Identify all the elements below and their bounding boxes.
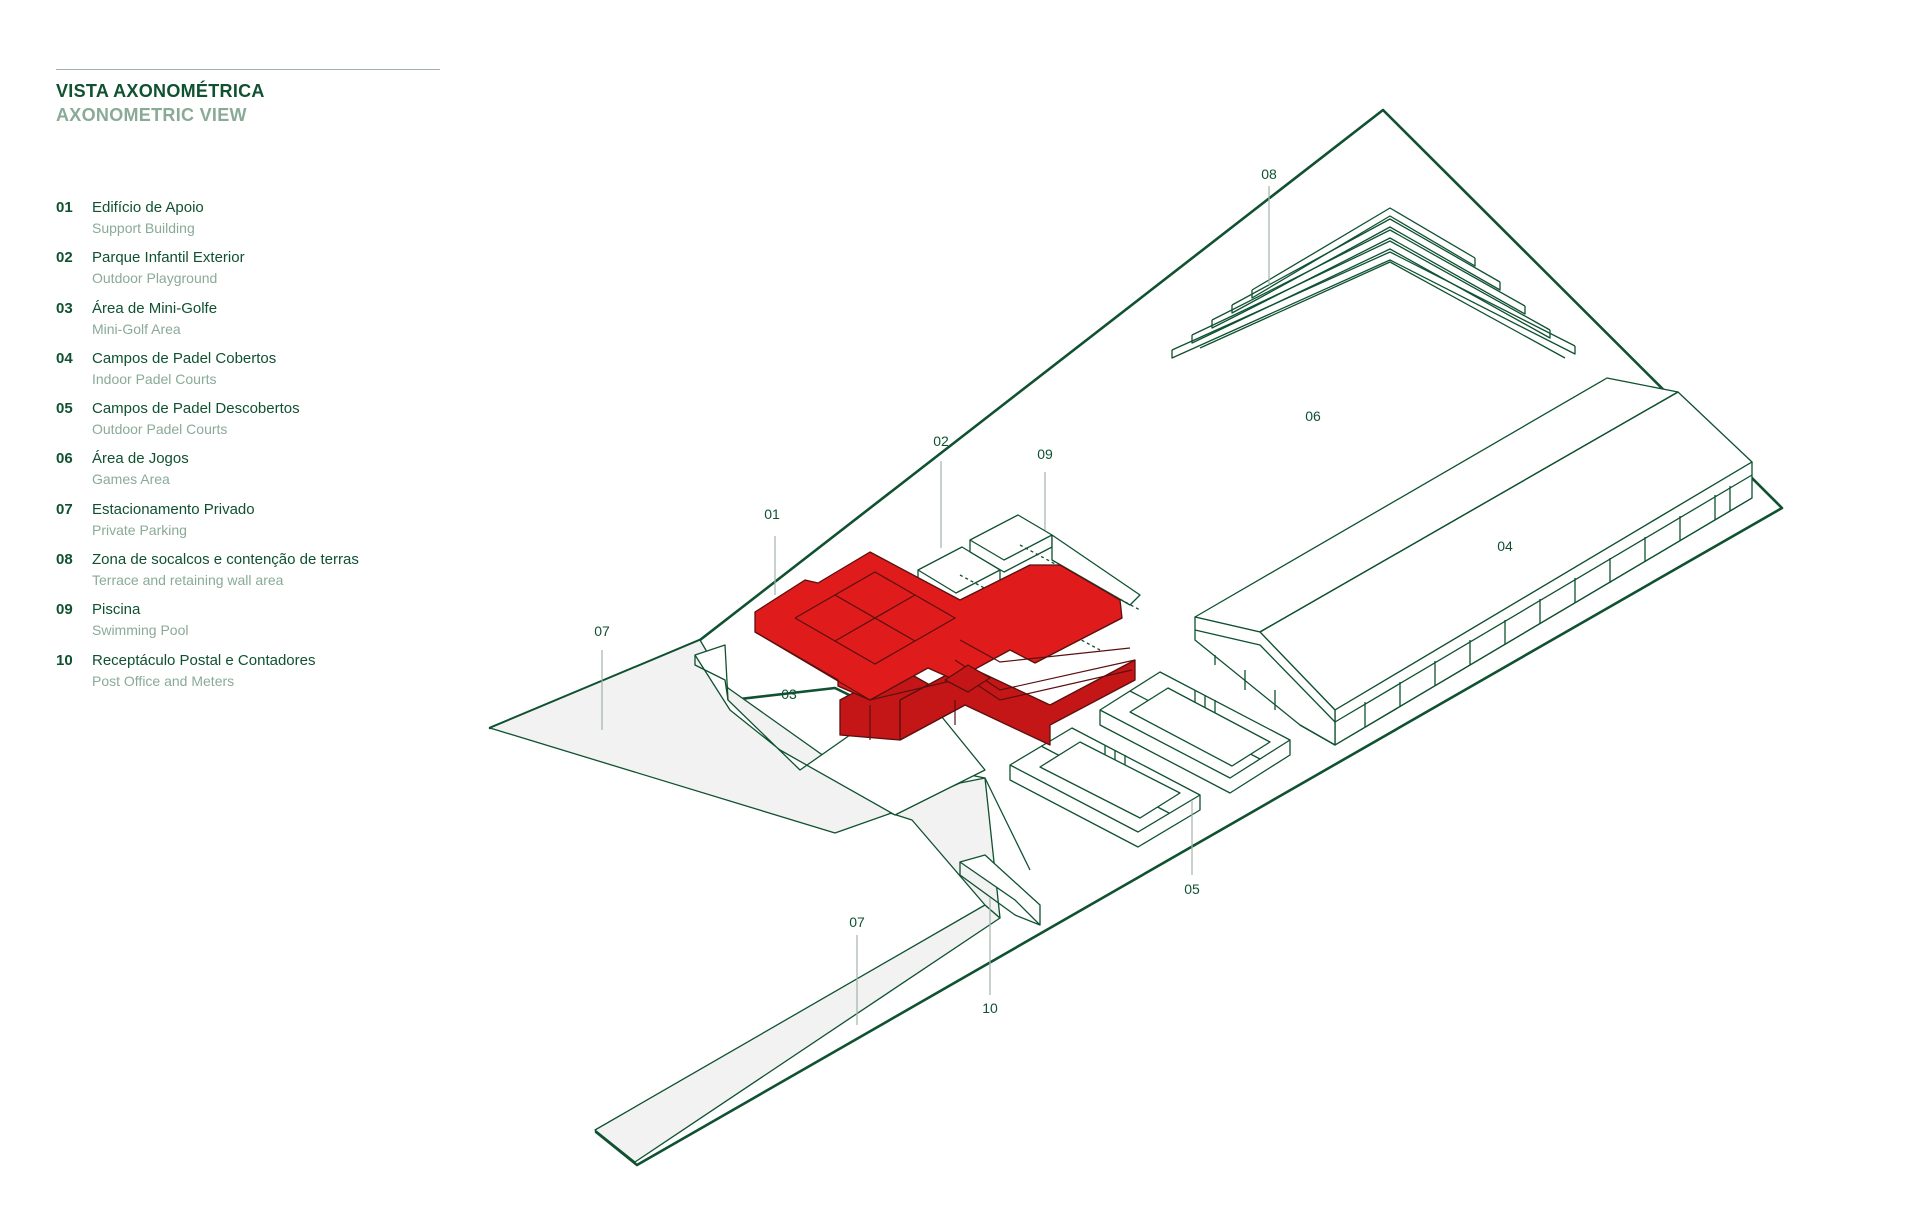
- mini-golf-edge: [694, 655, 729, 701]
- legend-number: 03: [56, 299, 73, 317]
- page-subtitle: AXONOMETRIC VIEW: [56, 105, 247, 125]
- legend-label-pt: Edifício de Apoio: [92, 199, 204, 216]
- roof-edge: [754, 631, 956, 701]
- legend-number: 01: [56, 199, 73, 216]
- legend-label-pt: Piscina: [92, 601, 141, 619]
- legend-label-pt: Campos de Padel Descobertos: [92, 400, 300, 418]
- callout-06: 06: [1305, 408, 1321, 424]
- callout-02: 02: [933, 433, 949, 449]
- terrace-line: [1191, 248, 1551, 344]
- legend-label-pt: Receptáculo Postal e Contadores: [92, 651, 316, 669]
- callout-08: 08: [1261, 166, 1277, 182]
- parking-area-south: [594, 904, 1001, 1163]
- roof-ridge: [1259, 391, 1679, 633]
- header-rule: [56, 69, 440, 70]
- indoor-padel-building: [1194, 377, 1753, 746]
- callout-07-south: 07: [849, 914, 865, 930]
- callout-09: 09: [1037, 446, 1053, 462]
- legend-list: 01 Edifício de Apoio Support Building 02…: [56, 198, 476, 701]
- terrace-line: [1251, 207, 1476, 291]
- padel-court-inner: [1129, 687, 1271, 767]
- legend-label-en: Mini-Golf Area: [92, 320, 181, 337]
- wall-base: [1299, 497, 1753, 746]
- terrace-line: [1171, 259, 1576, 359]
- callout-07-west: 07: [594, 623, 610, 639]
- legend-item-03: 03 Área de Mini-Golfe Mini-Golf Area: [56, 299, 476, 349]
- terrace-line: [1231, 218, 1501, 306]
- legend-label-en: Outdoor Playground: [92, 270, 218, 287]
- legend-label-pt: Área de Mini-Golfe: [92, 299, 218, 317]
- parking-area-west: [489, 639, 901, 834]
- padel-court-wall: [1009, 765, 1201, 848]
- legend-number: 10: [56, 651, 73, 669]
- support-building-void: [944, 664, 991, 693]
- legend-item-01: 01 Edifício de Apoio Support Building: [56, 198, 476, 248]
- building-columns: [1214, 486, 1731, 727]
- legend-label-en: Post Office and Meters: [92, 672, 235, 689]
- legend-label-en: Indoor Padel Courts: [92, 370, 217, 387]
- legend-label-en: Terrace and retaining wall area: [92, 572, 284, 589]
- legend-label-en: Games Area: [92, 471, 170, 488]
- page-title: VISTA AXONOMÉTRICA: [56, 81, 265, 101]
- legend-label-en: Outdoor Padel Courts: [92, 421, 228, 438]
- outdoor-padel-courts: [1009, 671, 1291, 848]
- callout-05: 05: [1184, 881, 1200, 897]
- support-building: [754, 551, 1136, 746]
- pool-deck: [1051, 534, 1141, 606]
- legend-item-02: 02 Parque Infantil Exterior Outdoor Play…: [56, 248, 476, 298]
- legend-number: 05: [56, 400, 73, 418]
- roof-step: [959, 639, 1131, 663]
- legend-item-05: 05 Campos de Padel Descobertos Outdoor P…: [56, 399, 476, 449]
- legend-label-pt: Estacionamento Privado: [92, 500, 255, 518]
- callout-04: 04: [1497, 538, 1513, 554]
- site-boundary: [488, 108, 1784, 1167]
- roof-court-line: [834, 594, 916, 642]
- legend-label-en: Private Parking: [92, 521, 187, 538]
- terrace-line: [1251, 215, 1476, 299]
- post-box-edge: [959, 862, 1041, 926]
- post-box: [959, 854, 1041, 926]
- callout-01: 01: [764, 506, 780, 522]
- legend-number: 09: [56, 601, 73, 619]
- roof-eave: [1334, 474, 1753, 723]
- legend-item-04: 04 Campos de Padel Cobertos Indoor Padel…: [56, 349, 476, 399]
- legend-label-en: Swimming Pool: [92, 622, 189, 639]
- terrace-line: [1199, 261, 1566, 359]
- legend-item-08: 08 Zona de socalcos e contenção de terra…: [56, 550, 476, 600]
- padel-court-wall: [1099, 710, 1291, 794]
- roof-court-outline: [794, 571, 957, 665]
- legend-item-06: 06 Área de Jogos Games Area: [56, 449, 476, 499]
- terrace-line: [1211, 229, 1526, 321]
- legend-label-pt: Área de Jogos: [92, 450, 189, 468]
- legend-item-09: 09 Piscina Swimming Pool: [56, 600, 476, 650]
- legend-label-pt: Parque Infantil Exterior: [92, 249, 245, 267]
- gable-line: [1194, 629, 1336, 723]
- legend-number: 06: [56, 450, 73, 468]
- legend-item-07: 07 Estacionamento Privado Private Parkin…: [56, 500, 476, 550]
- legend-label-pt: Campos de Padel Cobertos: [92, 349, 277, 367]
- legend-number: 02: [56, 249, 73, 267]
- legend-item-10: 10 Receptáculo Postal e Contadores Post …: [56, 651, 476, 701]
- callout-10: 10: [982, 1000, 998, 1016]
- legend-number: 07: [56, 500, 73, 518]
- callout-03: 03: [781, 686, 797, 702]
- roof-edge: [1034, 617, 1123, 664]
- terrace-line: [1191, 240, 1551, 336]
- padel-court-inner: [1039, 741, 1181, 819]
- terrace-line: [1171, 251, 1576, 351]
- legend-number: 08: [56, 551, 73, 569]
- terraces: [1171, 207, 1576, 359]
- legend-label-en: Support Building: [92, 220, 195, 236]
- legend-label-pt: Zona de socalcos e contenção de terras: [92, 551, 359, 569]
- legend-number: 04: [56, 349, 73, 367]
